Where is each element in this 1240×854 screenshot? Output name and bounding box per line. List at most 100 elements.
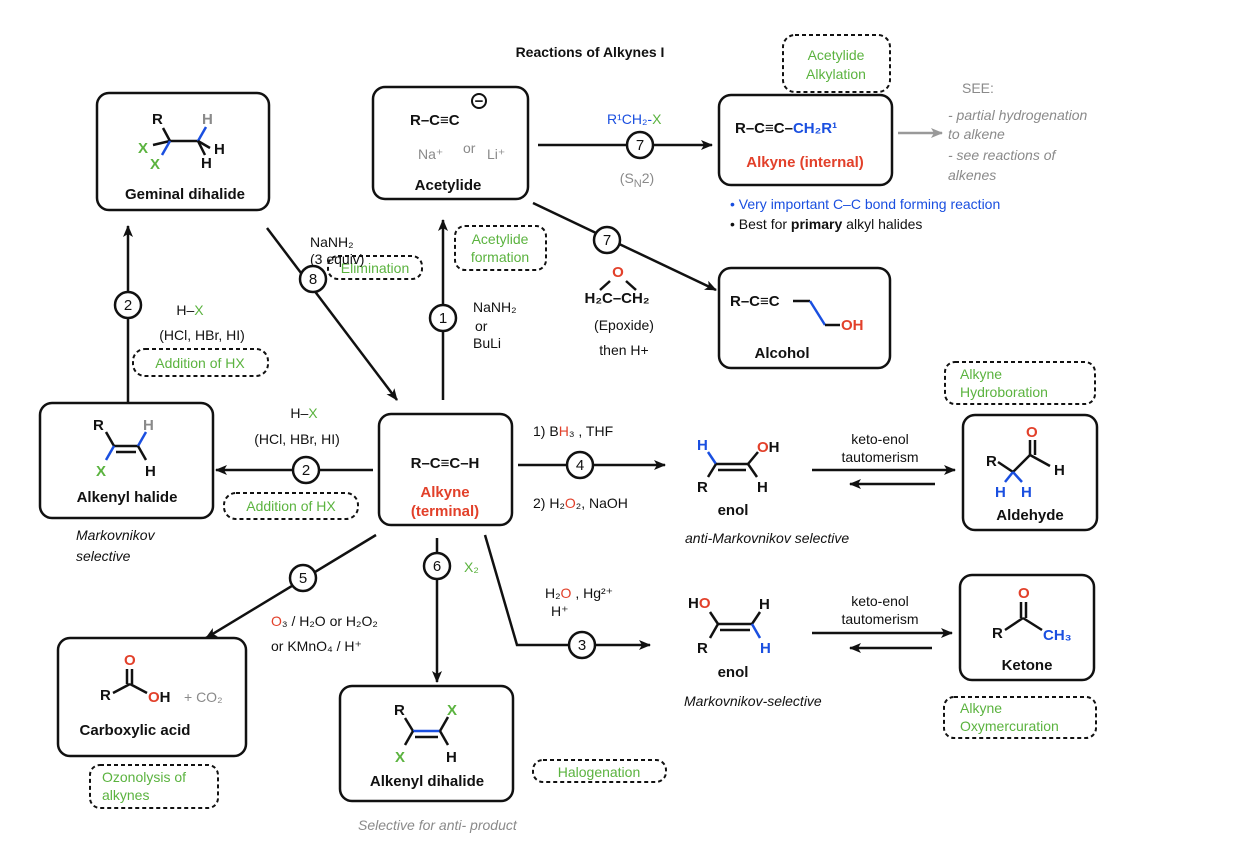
svg-text:R: R (986, 453, 997, 470)
step-circle-8: 8 (298, 264, 328, 294)
svg-text:R: R (100, 687, 111, 704)
svg-text:- partial hydrogenation: - partial hydrogenation (948, 107, 1088, 123)
svg-text:O: O (1026, 424, 1038, 441)
svg-text:Acetylide: Acetylide (415, 177, 482, 194)
svg-text:SEE:: SEE: (962, 80, 994, 96)
svg-text:Alkenyl halide: Alkenyl halide (77, 489, 178, 506)
svg-text:OH: OH (148, 689, 171, 706)
step-circle-4: 4 (565, 450, 595, 480)
svg-text:to alkene: to alkene (948, 126, 1005, 142)
svg-text:+ CO₂: + CO₂ (184, 689, 223, 705)
svg-text:Hydroboration: Hydroboration (960, 384, 1048, 400)
geminal-dihalide-box: R H H H X X Geminal dihalide (95, 91, 271, 212)
svg-text:Na⁺: Na⁺ (418, 146, 443, 162)
step-circle-1: 1 (428, 303, 458, 333)
svg-text:Addition of HX: Addition of HX (246, 498, 336, 514)
diagram-title: Reactions of Alkynes I (516, 44, 665, 60)
svg-text:NaNH₂: NaNH₂ (473, 299, 517, 315)
svg-text:5: 5 (299, 570, 307, 587)
svg-text:(Epoxide): (Epoxide) (594, 317, 654, 333)
svg-text:7: 7 (603, 232, 611, 249)
svg-text:R–C≡C: R–C≡C (730, 293, 780, 310)
svg-text:O₃ / H₂O or H₂O₂: O₃ / H₂O or H₂O₂ (271, 613, 378, 629)
tag-addition-of-hx-vertical: Addition of HX (132, 348, 269, 377)
svg-text:(3 equiv): (3 equiv) (310, 251, 364, 267)
arrow-step5 (205, 533, 377, 640)
svg-text:(HCl, HBr, HI): (HCl, HBr, HI) (254, 431, 340, 447)
svg-text:O: O (1018, 585, 1030, 602)
svg-text:Ozonolysis of: Ozonolysis of (102, 769, 186, 785)
svg-text:Alkenyl dihalide: Alkenyl dihalide (370, 773, 484, 790)
svg-text:keto-enol: keto-enol (851, 593, 909, 609)
svg-text:OH: OH (841, 317, 864, 334)
svg-text:R–C≡C: R–C≡C (410, 112, 460, 129)
svg-text:H: H (1021, 484, 1032, 501)
svg-text:H: H (757, 479, 768, 496)
negative-charge-icon (471, 93, 487, 109)
step-circle-7-epoxide: 7 (592, 225, 622, 255)
svg-text:alkenes: alkenes (948, 167, 996, 183)
svg-text:H: H (759, 596, 770, 613)
arrow-step3 (483, 534, 651, 650)
svg-text:Alcohol: Alcohol (755, 345, 810, 362)
svg-text:Halogenation: Halogenation (558, 764, 641, 780)
svg-text:(HCl, HBr, HI): (HCl, HBr, HI) (159, 327, 245, 343)
tag-alkyne-hydroboration: Alkyne Hydroboration (944, 361, 1096, 405)
svg-text:then H+: then H+ (599, 342, 648, 358)
arrow-step8 (266, 227, 398, 401)
svg-text:X: X (96, 463, 106, 480)
tag-addition-of-hx-horizontal: Addition of HX (223, 492, 359, 520)
svg-text:R–C≡C–CH₂R¹: R–C≡C–CH₂R¹ (735, 120, 837, 137)
svg-text:H₂C–CH₂: H₂C–CH₂ (584, 290, 649, 307)
svg-text:Alkyne: Alkyne (960, 366, 1002, 382)
svg-text:alkynes: alkynes (102, 787, 149, 803)
svg-text:Alkylation: Alkylation (806, 66, 866, 82)
svg-text:HO: HO (688, 595, 711, 612)
svg-text:tautomerism: tautomerism (841, 449, 918, 465)
geminal-dihalide-label: Geminal dihalide (125, 186, 245, 203)
reagent-alkyl-halide: R¹CH₂-X (607, 111, 662, 127)
svg-text:H: H (145, 463, 156, 480)
tag-elimination: Elimination (327, 255, 423, 280)
step-circle-2-up: 2 (113, 290, 143, 320)
svg-text:O: O (124, 652, 136, 669)
svg-text:selective: selective (76, 548, 131, 564)
svg-text:H–X: H–X (176, 302, 204, 318)
tag-acetylide-formation: Acetylide formation (454, 225, 547, 271)
svg-text:Markovnikov: Markovnikov (76, 527, 156, 543)
tag-alkyne-oxymercuration: Alkyne Oxymercuration (943, 696, 1097, 739)
svg-text:X: X (447, 702, 457, 719)
svg-text:Elimination: Elimination (341, 260, 409, 276)
carboxylic-acid-box: O R OH + CO₂ Carboxylic acid (56, 636, 248, 758)
svg-text:anti-Markovnikov selective: anti-Markovnikov selective (685, 530, 849, 546)
svg-text:or: or (475, 318, 488, 334)
svg-text:Selective for anti- product: Selective for anti- product (358, 817, 518, 833)
step-circle-5: 5 (288, 563, 318, 593)
svg-text:X₂: X₂ (464, 559, 479, 575)
svg-text:R: R (697, 640, 708, 657)
svg-text:OH: OH (757, 439, 780, 456)
step-circle-7-alkylation: 7 (625, 130, 655, 160)
svg-text:1) BH₃ , THF: 1) BH₃ , THF (533, 423, 613, 439)
tag-ozonolysis: Ozonolysis of alkynes (89, 764, 219, 809)
tag-halogenation: Halogenation (532, 759, 667, 783)
svg-text:H: H (201, 155, 212, 172)
svg-text:R: R (394, 702, 405, 719)
svg-text:Alkyne (internal): Alkyne (internal) (746, 154, 864, 171)
svg-text:or KMnO₄ / H⁺: or KMnO₄ / H⁺ (271, 638, 362, 654)
svg-text:H⁺: H⁺ (551, 603, 569, 619)
svg-text:X: X (150, 156, 160, 173)
svg-text:Alkyne: Alkyne (960, 700, 1002, 716)
alkenyl-dihalide-box: R X X H Alkenyl dihalide (338, 684, 515, 803)
svg-text:Ketone: Ketone (1002, 657, 1053, 674)
svg-text:R: R (152, 111, 163, 128)
svg-text:R: R (992, 625, 1003, 642)
reagents: R¹CH₂-X (SN2) O H₂C–CH₂ (Epoxide) then H… (159, 111, 918, 654)
aldehyde-box: R O H H H Aldehyde (961, 413, 1099, 532)
svg-text:Aldehyde: Aldehyde (996, 507, 1064, 524)
enol-lower: HO H R H enol (688, 595, 771, 681)
alkenyl-halide-box: R H H X Alkenyl halide (38, 401, 215, 520)
svg-text:4: 4 (576, 457, 584, 474)
svg-text:7: 7 (636, 137, 644, 154)
